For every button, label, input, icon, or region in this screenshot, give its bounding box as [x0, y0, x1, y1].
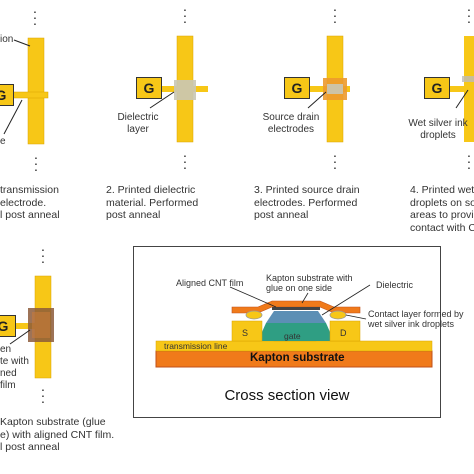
step4-caption-line: 4. Printed wet	[410, 184, 474, 196]
step4-device	[448, 36, 474, 142]
step1-gate-line	[0, 91, 49, 99]
step4-dots-bottom: ···	[466, 147, 472, 175]
step4-caption-line: droplets on so	[410, 196, 474, 209]
step5-dots-top: ···	[40, 241, 46, 269]
step5-gate-box: G	[0, 315, 16, 337]
step4-caption-line: contact with C	[410, 221, 474, 234]
step3-pointer	[307, 91, 327, 109]
step3-caption-line: 3. Printed source drain	[254, 184, 360, 196]
step4-label: Wet silver ink droplets	[402, 118, 474, 142]
cross-section-graphic	[155, 284, 433, 368]
step4-pointer	[455, 89, 469, 109]
step3-caption: 3. Printed source drain electrodes. Perf…	[254, 184, 360, 222]
step5-caption-line: Kapton substrate (glue	[0, 416, 106, 428]
step5-device	[0, 275, 54, 379]
xs-label-contact-layer: Contact layer formed by wet silver ink d…	[368, 309, 464, 329]
step2-label-line: Dielectric	[117, 112, 159, 123]
step5-side-label-line: en	[0, 344, 12, 355]
xs-label-aligned-cnt: Aligned CNT film	[176, 278, 244, 288]
step5-side-label-line: ned	[0, 368, 17, 379]
step2-caption-line: material. Performed	[106, 196, 199, 209]
xs-pointer-cnt	[229, 286, 277, 308]
xs-drain	[329, 320, 361, 342]
step1-pointer-top	[13, 39, 31, 47]
step5-side-label-line: film	[0, 380, 16, 391]
xs-silver-drop-left	[245, 310, 263, 320]
step3-dots-bottom: ···	[332, 147, 338, 175]
xs-source	[231, 320, 263, 342]
step1-left-label: e	[0, 136, 6, 147]
xs-cnt-film	[272, 307, 320, 310]
step3-device	[307, 35, 350, 143]
xs-label-kapton-glue: Kapton substrate with glue on one side	[266, 273, 353, 293]
step4-gate-line	[448, 86, 474, 92]
step3-label: Source drain electrodes	[254, 112, 328, 136]
step2-pointer	[149, 91, 175, 109]
step5-caption-line: e) with aligned CNT film.	[0, 428, 115, 441]
xs-label-kapton-glue-line: glue on one side	[266, 283, 333, 293]
step1-caption-line: transmission	[0, 184, 59, 196]
xs-label-kapton-glue-line: Kapton substrate with	[266, 273, 353, 283]
step2-dots-bottom: ···	[182, 147, 188, 175]
step5-caption: Kapton substrate (glue e) with aligned C…	[0, 416, 114, 454]
xs-label-d: D	[340, 328, 347, 338]
step1-top-label: ion	[0, 34, 14, 45]
step4-label-line: droplets	[420, 130, 456, 141]
step5-kapton-film-inner	[32, 312, 50, 338]
step2-dots-top: ···	[182, 1, 188, 29]
step1-caption: transmission electrode. l post anneal	[0, 184, 60, 222]
cross-section-panel: Aligned CNT film Kapton substrate with g…	[133, 246, 464, 418]
step1-pointer-left	[3, 99, 23, 135]
step2-gate-box: G	[136, 77, 162, 99]
step5-side-label: en te with ned film	[0, 344, 29, 392]
step2-caption: 2. Printed dielectric material. Performe…	[106, 184, 198, 222]
step3-label-line: Source drain	[262, 112, 320, 123]
xs-pointer-kapton-glue	[301, 292, 309, 304]
step4-gate-box: G	[424, 77, 450, 99]
step5-pointer	[9, 329, 31, 345]
step1-device	[0, 37, 49, 145]
xs-label-transmission-line: transmission line	[164, 341, 228, 351]
step4-dots-top: ···	[466, 1, 472, 29]
step3-dots-top: ···	[332, 1, 338, 29]
xs-label-s: S	[242, 328, 249, 338]
xs-dielectric-blue	[266, 311, 326, 323]
step2-label: Dielectric layer	[108, 112, 168, 136]
step3-label-line: electrodes	[267, 124, 315, 135]
step1-dots-bottom: ···	[33, 149, 39, 177]
step4-caption: 4. Printed wet droplets on so areas to p…	[410, 184, 474, 234]
step1-dots-top: ···	[32, 3, 38, 31]
xs-label-dielectric: Dielectric	[376, 280, 414, 290]
step4-caption-line: areas to provi	[410, 209, 474, 221]
step5-caption-line: l post anneal	[0, 441, 60, 453]
step5-dots-bottom: ···	[40, 381, 46, 409]
xs-pointer-contact	[345, 314, 367, 320]
step2-dielectric-pad	[174, 80, 196, 100]
step2-device	[149, 35, 208, 143]
xs-dielectric-green	[258, 323, 334, 341]
step2-label-line: layer	[127, 124, 149, 135]
xs-silver-drop-right	[329, 310, 347, 320]
xs-label-contact-layer-line: Contact layer formed by	[368, 309, 464, 319]
step1-vertical-electrode	[27, 37, 45, 145]
xs-label-kapton-substrate: Kapton substrate	[250, 352, 345, 364]
xs-label-contact-layer-line: wet silver ink droplets	[368, 319, 455, 329]
step1-gate-box: G	[0, 84, 14, 106]
step2-caption-line: post anneal	[106, 209, 161, 221]
step4-label-line: Wet silver ink	[408, 118, 468, 129]
cross-section-title: Cross section view	[224, 387, 350, 404]
xs-pointer-dielectric	[321, 284, 371, 316]
step3-caption-line: post anneal	[254, 209, 309, 221]
step3-caption-line: electrodes. Performed	[254, 196, 358, 209]
step5-gate-line	[0, 323, 48, 329]
step2-caption-line: 2. Printed dielectric	[106, 184, 196, 196]
step3-dielectric-core	[327, 84, 343, 94]
step4-silver-ink-drop	[462, 76, 474, 82]
step5-side-label-line: te with	[0, 356, 29, 367]
xs-label-gate: gate	[284, 331, 301, 341]
step1-caption-line: l post anneal	[0, 209, 60, 221]
step1-caption-line: electrode.	[0, 196, 47, 209]
step3-gate-box: G	[284, 77, 310, 99]
